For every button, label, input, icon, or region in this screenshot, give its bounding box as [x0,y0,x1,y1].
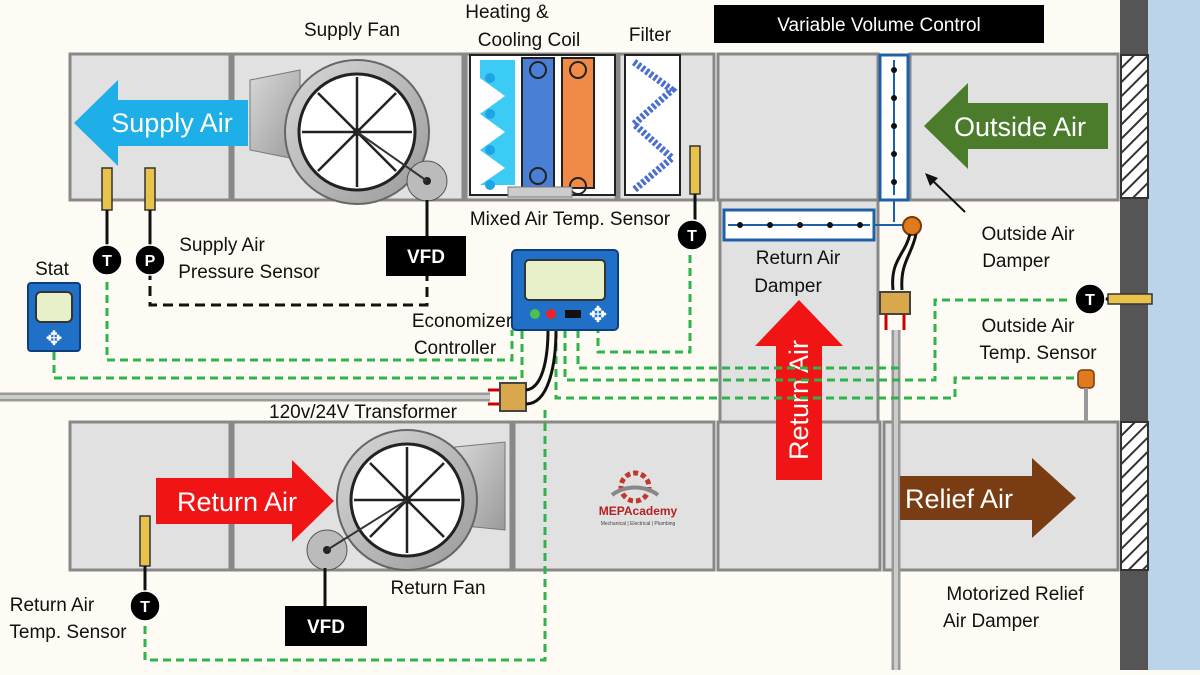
filter-label: Filter [629,25,672,46]
pressure-sensor-label-2: Pressure Sensor [178,262,320,283]
relief-air-arrow-label: Relief Air [905,484,1013,514]
relief-damper-label-2: Air Damper [943,611,1040,632]
outside-sensor-label-2: Temp. Sensor [979,343,1097,364]
return-fan-label: Return Fan [390,578,485,599]
arrows-icon: ✥ [46,328,63,350]
outside-air-temp-sensor: T [1074,283,1106,315]
damper-actuator [874,200,922,670]
svg-text:T: T [102,253,112,270]
pressure-sensor-label-1: Supply Air [179,235,265,256]
svg-text:T: T [140,599,150,616]
return-damper-label-1: Return Air [756,248,841,269]
mixed-air-sensor-label: Mixed Air Temp. Sensor [470,209,671,230]
transformer-label: 120v/24V Transformer [269,402,458,423]
supply-vfd-label: VFD [407,247,445,268]
outside-sensor-label-1: Outside Air [982,316,1076,337]
coil-label-2: Cooling Coil [478,30,580,51]
mixed-air-temp-sensor: T [676,219,708,251]
supply-fan [249,59,448,205]
supply-air-arrow: Supply Air [74,80,248,166]
return-air-arrow-vertical-label: Return Air [784,340,814,460]
return-sensor-label-1: Return Air [10,595,95,616]
stat-label: Stat [35,259,70,280]
outside-damper-label-2: Damper [982,251,1050,272]
outside-louver [1120,54,1149,199]
svg-text:Mechanical | Electrical | Plum: Mechanical | Electrical | Plumbing [601,521,676,527]
svg-text:MEPAcademy: MEPAcademy [599,504,678,518]
return-air-arrow-vertical: Return Air [755,300,843,480]
callout-arrow [925,173,966,213]
outside-air-arrow: Outside Air [924,83,1108,169]
outside-air-damper [878,53,910,202]
return-vfd-label: VFD [307,617,345,638]
return-vfd [285,606,367,646]
supply-air-arrow-label: Supply Air [111,108,233,138]
coil-label-1: Heating & [465,2,549,23]
outside-air-arrow-label: Outside Air [954,112,1086,142]
relief-air-arrow: Relief Air [900,458,1076,538]
header-title: Variable Volume Control [777,15,980,36]
header-bar [714,5,1044,43]
relief-damper-label-1: Motorized Relief [946,584,1084,605]
return-air-temp-sensor: T [129,590,161,622]
sensor-probes [101,145,1153,567]
economizer-label-1: Economizer [412,311,513,332]
svg-text:T: T [1085,292,1095,309]
return-fan [306,429,506,571]
thermostat: ✥ [27,282,81,352]
svg-text:P: P [145,253,156,270]
outside-damper-label-1: Outside Air [982,224,1076,245]
building-wall [1148,0,1200,670]
arrows-icon: ✥ [589,302,607,327]
economizer-controller: ✥ [511,249,619,331]
return-damper-label-2: Damper [754,276,822,297]
relief-louver [1120,421,1149,571]
heating-cooling-coil [469,54,616,198]
economizer-label-2: Controller [414,338,497,359]
supply-vfd [386,236,466,276]
supply-pressure-sensor: P [134,244,166,276]
return-air-arrow-label: Return Air [177,487,297,517]
return-air-damper [722,208,876,242]
transformer [0,329,558,412]
return-sensor-label-2: Temp. Sensor [9,622,127,643]
svg-text:T: T [687,228,697,245]
return-air-arrow: Return Air [156,460,334,542]
supply-temp-sensor: T [91,244,123,276]
filter [624,54,681,196]
control-wiring [52,255,1080,662]
supply-fan-label: Supply Fan [304,20,400,41]
mep-academy-logo: MEPAcademy Mechanical | Electrical | Plu… [599,470,678,527]
relief-actuator [1077,369,1095,422]
